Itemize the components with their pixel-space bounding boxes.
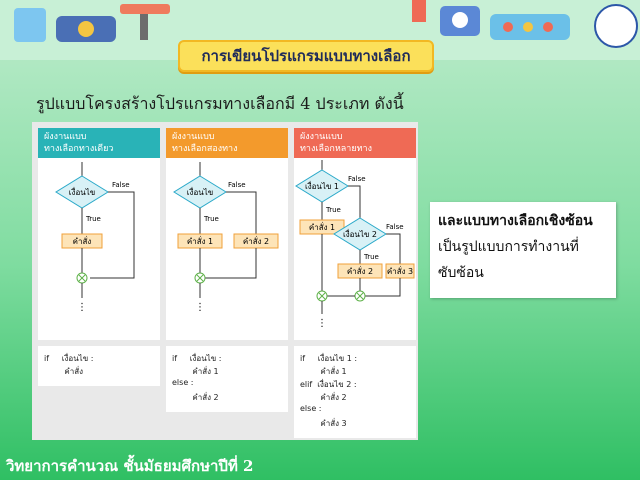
decision-label: เงื่อนไข — [187, 186, 213, 197]
code-two: if เงื่อนไข : คำสั่ง 1 else : คำสั่ง 2 — [166, 346, 288, 412]
subtitle: รูปแบบโครงสร้างโปรแกรมทางเลือกมี 4 ประเภ… — [36, 92, 404, 117]
panel-two-choice: ผังงานแบบ ทางเลือกสองทาง เงื่อนไข False … — [166, 128, 288, 340]
code-line: if เงื่อนไข : — [44, 352, 154, 365]
action-label-2: คำสั่ง 2 — [243, 235, 269, 246]
svg-text:⋮: ⋮ — [317, 318, 327, 329]
decision-label-2: เงื่อนไข 2 — [343, 228, 377, 239]
code-line: if เงื่อนไข : — [172, 352, 282, 365]
action-label-1: คำสั่ง 1 — [309, 221, 335, 232]
code-multi: if เงื่อนไข 1 : คำสั่ง 1 elif เงื่อนไข 2… — [294, 346, 416, 438]
code-line: if เงื่อนไข 1 : — [300, 352, 410, 365]
panel-header-line2: ทางเลือกทางเดียว — [44, 143, 154, 155]
decision-label: เงื่อนไข — [69, 186, 95, 197]
true-label-2: True — [363, 253, 379, 261]
school-logo — [594, 4, 638, 48]
svg-text:⋮: ⋮ — [195, 302, 205, 313]
machine-icon — [14, 8, 46, 42]
action-label-3: คำสั่ง 3 — [387, 265, 413, 276]
decision-label-1: เงื่อนไข 1 — [305, 180, 339, 191]
true-label: True — [203, 215, 219, 223]
panel-header-line1: ผังงานแบบ — [300, 131, 410, 143]
panel-header: ผังงานแบบ ทางเลือกสองทาง — [166, 128, 288, 158]
panel-header-line1: ผังงานแบบ — [44, 131, 154, 143]
code-line: คำสั่ง — [44, 365, 154, 378]
panel-multi-choice: ผังงานแบบ ทางเลือกหลายทาง เงื่อนไข 1 Fal… — [294, 128, 416, 340]
code-single: if เงื่อนไข : คำสั่ง — [38, 346, 160, 386]
panel-header: ผังงานแบบ ทางเลือกทางเดียว — [38, 128, 160, 158]
svg-text:⋮: ⋮ — [77, 302, 87, 313]
note-line-1: และแบบทางเลือกเชิงซ้อน — [438, 208, 608, 234]
code-line: คำสั่ง 3 — [300, 417, 410, 430]
footer-text: วิทยาการคำนวณ ชั้นมัธยมศึกษาปีที่ 2 — [6, 454, 254, 478]
false-label: False — [348, 175, 366, 183]
false-label: False — [228, 181, 246, 189]
code-line: คำสั่ง 1 — [172, 365, 282, 378]
action-label-1: คำสั่ง 1 — [187, 235, 213, 246]
flowchart-single: เงื่อนไข False True คำสั่ง ⋮ — [38, 158, 160, 340]
note-line-3: ซับซ้อน — [438, 260, 608, 286]
flowchart-multi: เงื่อนไข 1 False True คำสั่ง 1 เงื่อนไข … — [294, 158, 416, 340]
code-line: คำสั่ง 2 — [300, 391, 410, 404]
true-label: True — [325, 206, 341, 214]
panel-header-line1: ผังงานแบบ — [172, 131, 282, 143]
action-label-2: คำสั่ง 2 — [347, 265, 373, 276]
code-line: คำสั่ง 1 — [300, 365, 410, 378]
panel-header: ผังงานแบบ ทางเลือกหลายทาง — [294, 128, 416, 158]
code-line: elif เงื่อนไข 2 : — [300, 378, 410, 391]
panel-single-choice: ผังงานแบบ ทางเลือกทางเดียว เงื่อนไข Fals… — [38, 128, 160, 340]
false-label: False — [112, 181, 130, 189]
note-line-2: เป็นรูปแบบการทำงานที่ — [438, 234, 608, 260]
flowchart-figure: ผังงานแบบ ทางเลือกทางเดียว เงื่อนไข Fals… — [32, 122, 418, 440]
code-line: คำสั่ง 2 — [172, 391, 282, 404]
page-title: การเขียนโปรแกรมแบบทางเลือก — [178, 40, 434, 72]
panel-header-line2: ทางเลือกหลายทาง — [300, 143, 410, 155]
code-line: else : — [300, 404, 410, 417]
false-label-2: False — [386, 223, 404, 231]
code-line: else : — [172, 378, 282, 391]
action-label: คำสั่ง — [73, 235, 92, 246]
true-label: True — [85, 215, 101, 223]
flowchart-two: เงื่อนไข False True คำสั่ง 1 คำสั่ง 2 ⋮ — [166, 158, 288, 340]
note-box: และแบบทางเลือกเชิงซ้อน เป็นรูปแบบการทำงา… — [430, 202, 616, 298]
panel-header-line2: ทางเลือกสองทาง — [172, 143, 282, 155]
